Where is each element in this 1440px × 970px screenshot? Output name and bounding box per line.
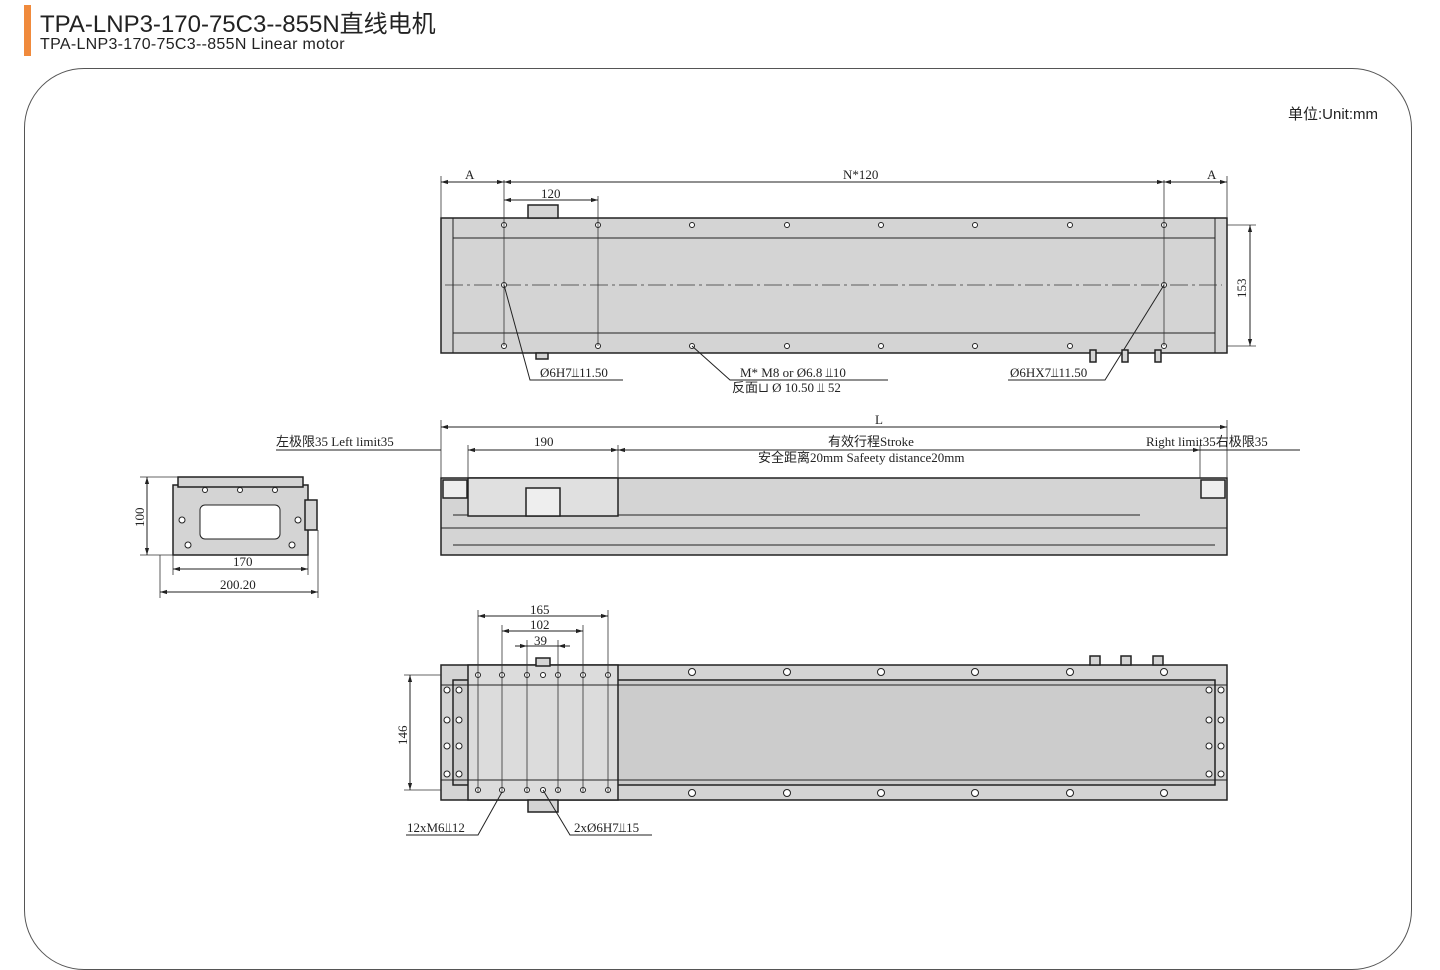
mounting-hole (1205, 716, 1213, 724)
mounting-hole (971, 668, 979, 676)
mounting-hole (689, 222, 695, 228)
mounting-hole (1217, 770, 1225, 778)
mounting-hole (1205, 686, 1213, 694)
callout-bottom-right: 2xØ6H7⫫15 (574, 820, 639, 835)
mounting-hole (972, 343, 978, 349)
mounting-hole (443, 742, 451, 750)
mounting-hole (1067, 222, 1073, 228)
mounting-hole (1066, 668, 1074, 676)
mounting-hole (1205, 742, 1213, 750)
mounting-hole (1067, 343, 1073, 349)
unit-label: 单位:Unit:mm (1287, 106, 1378, 123)
mounting-hole (878, 343, 884, 349)
callout-bottom-left: 12xM6⫫12 (407, 820, 465, 835)
mounting-hole (455, 686, 463, 694)
title-accent-bar (24, 5, 31, 56)
mounting-hole (878, 222, 884, 228)
dim-165: 165 (530, 602, 550, 617)
dim-L: L (875, 412, 883, 427)
mounting-hole (1217, 716, 1225, 724)
dim-102: 102 (530, 617, 550, 632)
mounting-hole (971, 789, 979, 797)
front-view: L 190 左极限35 Left limit35 有效行程Stroke 安全距离… (276, 412, 1300, 556)
mounting-hole (1217, 686, 1225, 694)
mounting-hole (783, 668, 791, 676)
top-view: A N*120 A 120 153 Ø6H7⫫11.50 M* M8 or Ø6… (440, 167, 1256, 395)
mounting-hole (877, 668, 885, 676)
mounting-hole (455, 742, 463, 750)
mounting-hole (972, 222, 978, 228)
stroke-label: 有效行程Stroke (828, 434, 914, 449)
safety-distance-label: 安全距离20mm Safeety distance20mm (758, 450, 965, 465)
mounting-hole (540, 672, 546, 678)
mounting-hole (784, 343, 790, 349)
dim-a-left: A (465, 167, 475, 182)
right-limit-label: Right limit35右极限35 (1146, 434, 1268, 449)
left-limit-label: 左极限35 Left limit35 (276, 434, 394, 449)
dim-120: 120 (541, 186, 561, 201)
mounting-hole (1066, 789, 1074, 797)
dim-39: 39 (534, 633, 547, 648)
mounting-hole (443, 770, 451, 778)
bottom-view: 165 102 39 146 12xM6⫫12 2xØ6H7⫫15 (395, 602, 1228, 836)
page-subtitle: TPA-LNP3-170-75C3--855N Linear motor (40, 36, 345, 53)
dim-pitch: N*120 (843, 167, 878, 182)
dim-100: 100 (132, 508, 147, 528)
technical-drawing: A N*120 A 120 153 Ø6H7⫫11.50 M* M8 or Ø6… (132, 167, 1300, 836)
mounting-hole (688, 668, 696, 676)
mounting-hole (688, 789, 696, 797)
mounting-hole (1205, 770, 1213, 778)
mounting-hole (784, 222, 790, 228)
mounting-hole (1217, 742, 1225, 750)
dim-146: 146 (395, 725, 410, 745)
mounting-hole (455, 716, 463, 724)
dim-170: 170 (233, 554, 253, 569)
dim-200: 200.20 (220, 577, 256, 592)
dim-153: 153 (1234, 279, 1249, 299)
mounting-hole (877, 789, 885, 797)
mounting-hole (783, 789, 791, 797)
callout-top-mid-1: M* M8 or Ø6.8 ⫫10 (740, 365, 846, 380)
page-title: TPA-LNP3-170-75C3--855N直线电机 (40, 11, 436, 38)
callout-top-mid-2: 反面⊔ Ø 10.50 ⫫ 52 (732, 380, 841, 395)
dim-a-right: A (1207, 167, 1217, 182)
side-view: 100 170 200.20 (132, 476, 319, 598)
mounting-hole (443, 686, 451, 694)
dim-190: 190 (534, 434, 554, 449)
callout-top-right: Ø6HX7⫫11.50 (1010, 365, 1087, 380)
mounting-hole (1160, 668, 1168, 676)
mounting-hole (455, 770, 463, 778)
callout-top-left: Ø6H7⫫11.50 (540, 365, 608, 380)
mounting-hole (443, 716, 451, 724)
mounting-hole (1160, 789, 1168, 797)
